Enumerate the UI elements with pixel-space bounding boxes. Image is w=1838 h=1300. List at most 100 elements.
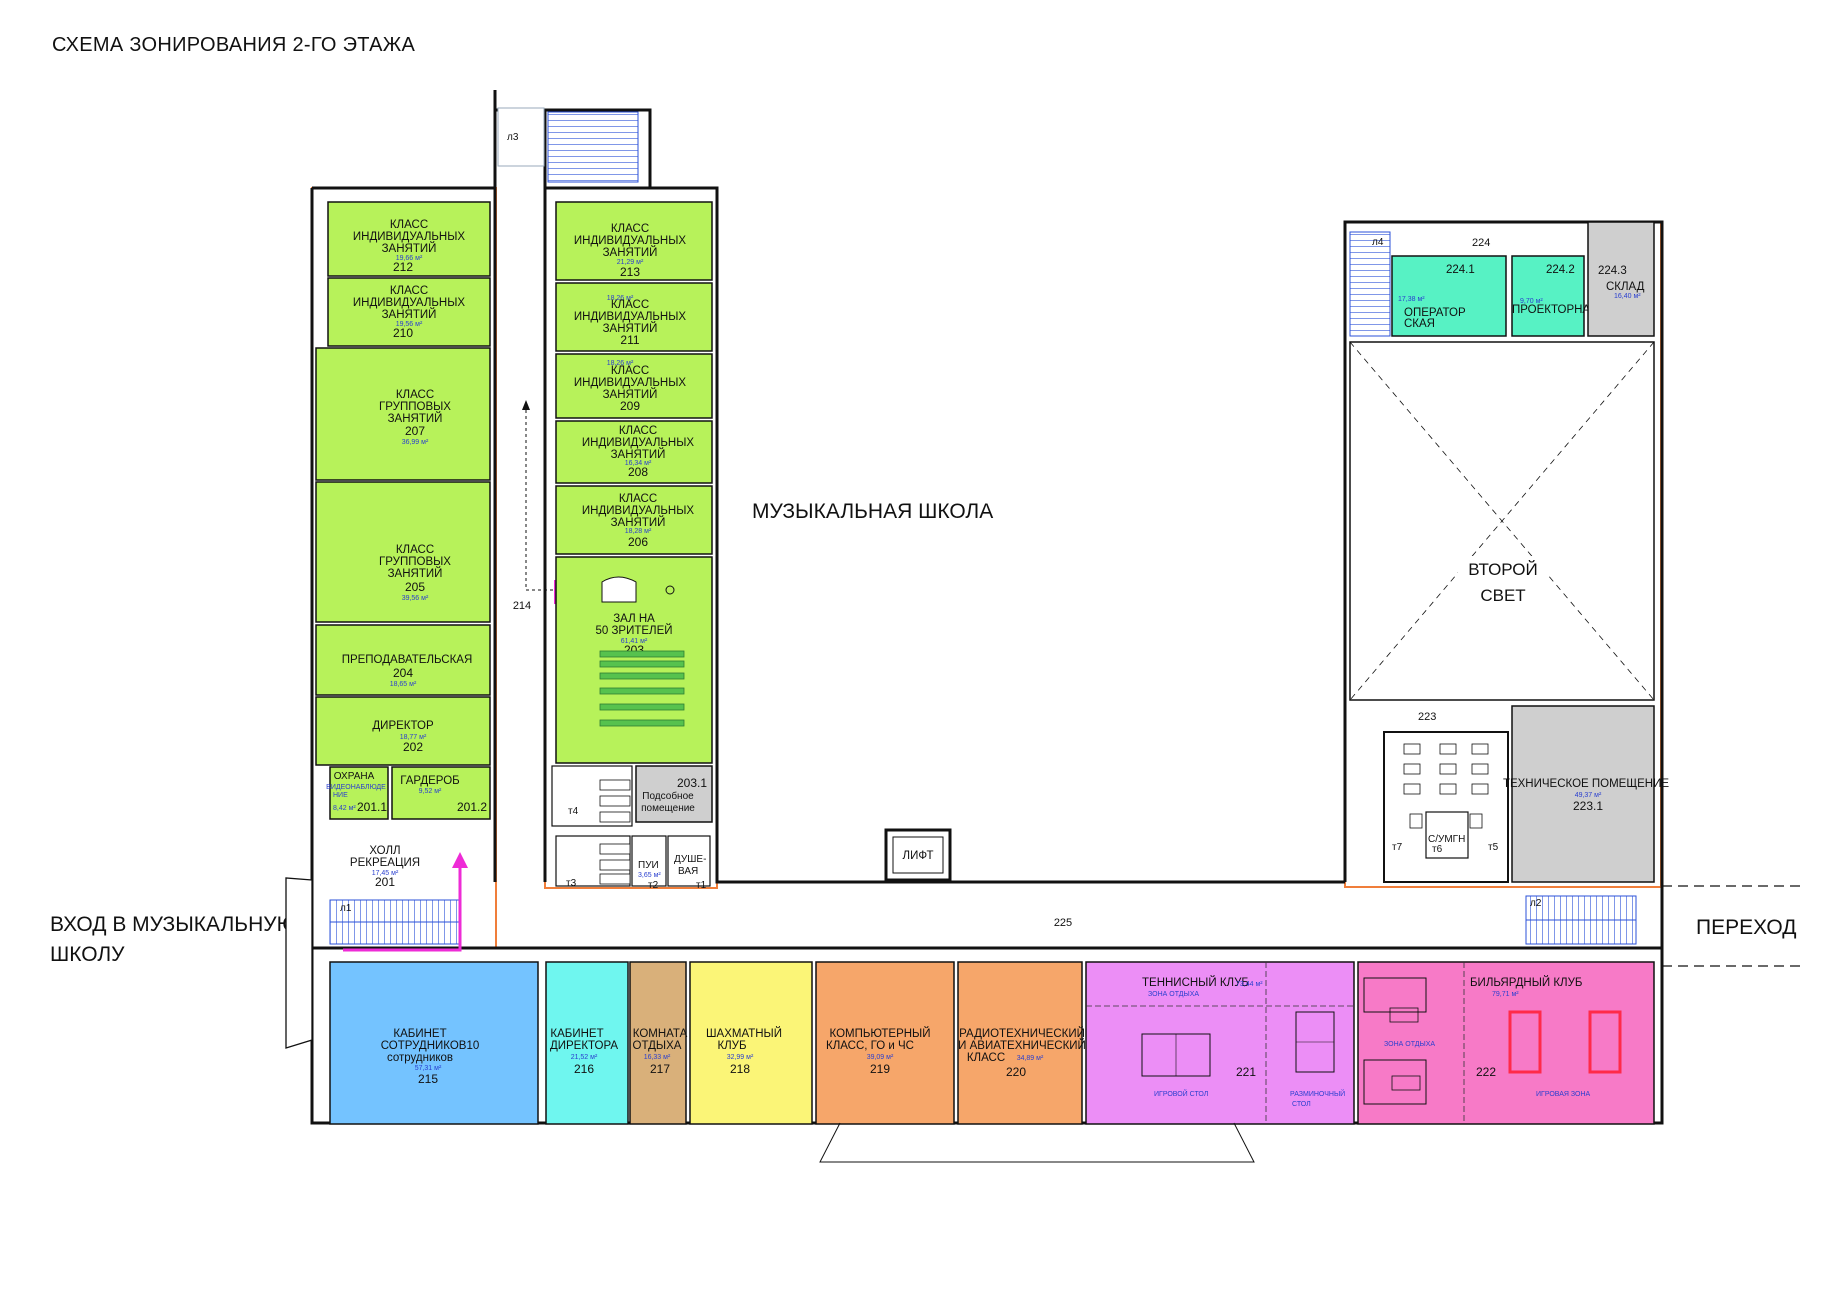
room-212-name-2: ИНДИВИДУАЛЬНЫХ bbox=[353, 231, 466, 243]
room-216-area: 21,52 м² bbox=[571, 1054, 598, 1061]
room-202[interactable]: ДИРЕКТОР 18,77 м² 202 bbox=[315, 696, 491, 766]
room-201-number: 201 bbox=[375, 875, 395, 889]
room-208[interactable]: КЛАСС ИНДИВИДУАЛЬНЫХ ЗАНЯТИЙ 16,34 м² 20… bbox=[555, 420, 713, 484]
room-213-area: 21,29 м² bbox=[617, 259, 644, 266]
stair-l1-label: л1 bbox=[340, 903, 352, 914]
room-209-name-3: ЗАНЯТИЙ bbox=[603, 388, 658, 401]
room-203-hall[interactable]: ЗАЛ НА 50 ЗРИТЕЛЕЙ 61,41 м² 203 bbox=[555, 556, 713, 764]
toilet-t4-label: т4 bbox=[568, 806, 579, 817]
room-217-area: 16,33 м² bbox=[644, 1054, 671, 1061]
room-220[interactable]: РАДИОТЕХНИЧЕСКИЙ И АВИАТЕХНИЧЕСКИЙ КЛАСС… bbox=[957, 961, 1086, 1125]
room-222[interactable]: БИЛЬЯРДНЫЙ КЛУБ 79,71 м² ЗОНА ОТДЫХА 222… bbox=[1357, 961, 1655, 1125]
coffee-table-icon bbox=[1389, 1007, 1419, 1023]
room-224-1[interactable]: 224.1 17,38 м² ОПЕРАТОР СКАЯ bbox=[1391, 255, 1507, 337]
room-215-name-2: СОТРУДНИКОВ10 bbox=[381, 1040, 480, 1052]
corridor-224-label: 224 bbox=[1472, 237, 1490, 249]
room-206[interactable]: КЛАСС ИНДИВИДУАЛЬНЫХ ЗАНЯТИЙ 18,28 м² 20… bbox=[555, 485, 713, 555]
room-210[interactable]: КЛАСС ИНДИВИДУАЛЬНЫХ ЗАНЯТИЙ 19,56 м² 21… bbox=[327, 277, 491, 347]
room-215-area: 57,31 м² bbox=[415, 1065, 442, 1072]
toilet-t1-label: т1 bbox=[696, 880, 707, 891]
room-218-name-2: КЛУБ bbox=[717, 1040, 746, 1052]
room-204-area: 18,65 м² bbox=[390, 681, 417, 688]
room-219[interactable]: КОМПЬЮТЕРНЫЙ КЛАСС, ГО и ЧС 39,09 м² 219 bbox=[815, 961, 955, 1125]
entrance-label: ВХОД В МУЗЫКАЛЬНУЮ ШКОЛУ bbox=[50, 910, 310, 970]
room-shower[interactable]: ДУШЕ- ВАЯ т1 bbox=[667, 835, 711, 891]
room-224-1-number: 224.1 bbox=[1446, 264, 1475, 276]
room-208-name-3: ЗАНЯТИЙ bbox=[611, 448, 666, 461]
room-210-name-2: ИНДИВИДУАЛЬНЫХ bbox=[353, 297, 466, 309]
room-222-play: ИГРОВАЯ ЗОНА bbox=[1536, 1091, 1591, 1098]
corridor-214-label: 214 bbox=[513, 600, 531, 612]
room-216-number: 216 bbox=[574, 1062, 594, 1076]
room-201-name-2: РЕКРЕАЦИЯ bbox=[350, 857, 420, 869]
page-title: СХЕМА ЗОНИРОВАНИЯ 2-ГО ЭТАЖА bbox=[52, 34, 416, 56]
entrance-label-line-2: ШКОЛУ bbox=[50, 943, 125, 966]
lift[interactable]: ЛИФТ bbox=[884, 828, 952, 882]
room-224-2[interactable]: 224.2 9,70 м² ПРОЕКТОРНАЯ bbox=[1511, 255, 1598, 337]
sofa-icon bbox=[1363, 977, 1427, 1105]
room-203-1[interactable]: 203.1 Подсобное помещение bbox=[635, 765, 713, 823]
room-204[interactable]: ПРЕПОДАВАТЕЛЬСКАЯ 204 18,65 м² bbox=[315, 624, 491, 696]
room-201-2-name: ГАРДЕРОБ bbox=[400, 775, 459, 787]
room-215[interactable]: КАБИНЕТ СОТРУДНИКОВ10 сотрудников 57,31 … bbox=[329, 961, 539, 1125]
room-220-area: 34,89 м² bbox=[1017, 1055, 1044, 1062]
room-224-3-name: СКЛАД bbox=[1606, 281, 1645, 293]
room-210-name-3: ЗАНЯТИЙ bbox=[382, 308, 437, 321]
room-223-1-area: 49,37 м² bbox=[1575, 792, 1602, 799]
room-216-name-1: КАБИНЕТ bbox=[550, 1028, 603, 1040]
room-201-1-name-1: ОХРАНА bbox=[334, 771, 375, 782]
room-221-warmup-2: СТОЛ bbox=[1292, 1101, 1311, 1108]
room-211-name-1: КЛАСС bbox=[611, 299, 649, 311]
entrance-route-arrow bbox=[343, 852, 468, 952]
room-215-name-3: сотрудников bbox=[387, 1052, 453, 1064]
room-218-number: 218 bbox=[730, 1062, 750, 1076]
room-209-number: 209 bbox=[620, 399, 640, 413]
room-219-area: 39,09 м² bbox=[867, 1054, 894, 1061]
room-201-1-name-3: НИЕ bbox=[333, 792, 348, 799]
room-211-number: 211 bbox=[620, 333, 639, 347]
room-201-2-number: 201.2 bbox=[457, 800, 487, 814]
room-207[interactable]: КЛАСС ГРУППОВЫХ ЗАНЯТИЙ 207 36,99 м² bbox=[315, 347, 491, 481]
room-201-2[interactable]: ГАРДЕРОБ 9,52 м² 201.2 bbox=[391, 766, 491, 820]
room-203-1-name-2: помещение bbox=[641, 803, 695, 814]
room-209[interactable]: 18,26 м² КЛАСС ИНДИВИДУАЛЬНЫХ ЗАНЯТИЙ 20… bbox=[555, 353, 713, 419]
stair-l4: л4 bbox=[1349, 231, 1391, 337]
room-219-name-2: КЛАСС, ГО и ЧС bbox=[826, 1040, 914, 1052]
room-217-name-1: КОМНАТА bbox=[633, 1028, 688, 1040]
room-217[interactable]: КОМНАТА ОТДЫХА 16,33 м² 217 bbox=[629, 961, 688, 1125]
toilet-t4[interactable]: т4 bbox=[551, 765, 633, 827]
room-201-hall[interactable]: ХОЛЛ РЕКРЕАЦИЯ 17,45 м² 201 bbox=[350, 845, 420, 889]
room-213-name-3: ЗАНЯТИЙ bbox=[603, 246, 658, 259]
toilet-t3[interactable]: т3 bbox=[555, 835, 631, 889]
stair-l3: л3 bbox=[497, 107, 639, 183]
room-220-name-2: И АВИАТЕХНИЧЕСКИЙ bbox=[958, 1039, 1086, 1052]
room-218-name-1: ШАХМАТНЫЙ bbox=[706, 1027, 782, 1040]
room-224-3-area: 16,40 м² bbox=[1614, 293, 1641, 300]
transition-label: ПЕРЕХОД bbox=[1696, 916, 1797, 939]
room-203-area: 61,41 м² bbox=[621, 638, 648, 645]
restroom-block[interactable]: С/УМГН т7 т6 т5 bbox=[1383, 731, 1509, 883]
audience-seating bbox=[599, 650, 685, 727]
room-208-number: 208 bbox=[628, 465, 648, 479]
room-224-3[interactable]: 224.3 СКЛАД 16,40 м² bbox=[1587, 221, 1655, 337]
room-216[interactable]: КАБИНЕТ ДИРЕКТОРА 21,52 м² 216 bbox=[545, 961, 629, 1125]
room-201-1[interactable]: ОХРАНА ВИДЕОНАБЛЮДЕ НИЕ 8,42 м² 201.1 bbox=[326, 766, 389, 820]
room-207-name-2: ГРУППОВЫХ bbox=[379, 401, 451, 413]
room-221[interactable]: ТЕННИСНЫЙ КЛУБ 73,44 м² ЗОНА ОТДЫХА 221 … bbox=[1085, 961, 1355, 1125]
room-212-name-1: КЛАСС bbox=[390, 219, 428, 231]
room-220-number: 220 bbox=[1006, 1065, 1026, 1079]
room-213[interactable]: КЛАСС ИНДИВИДУАЛЬНЫХ ЗАНЯТИЙ 21,29 м² 21… bbox=[555, 201, 713, 281]
room-223-1[interactable]: ТЕХНИЧЕСКОЕ ПОМЕЩЕНИЕ 49,37 м² 223.1 bbox=[1503, 705, 1669, 883]
room-218-area: 32,99 м² bbox=[727, 1054, 754, 1061]
room-221-warmup-1: РАЗМИНОЧНЫЙ bbox=[1290, 1089, 1345, 1098]
room-212[interactable]: КЛАСС ИНДИВИДУАЛЬНЫХ ЗАНЯТИЙ 19,66 м² 21… bbox=[327, 201, 491, 277]
room-207-area: 36,99 м² bbox=[402, 439, 429, 446]
room-221-zone: ЗОНА ОТДЫХА bbox=[1148, 991, 1199, 998]
room-205-name-1: КЛАСС bbox=[396, 544, 434, 556]
room-205[interactable]: КЛАСС ГРУППОВЫХ ЗАНЯТИЙ 205 39,56 м² bbox=[315, 481, 491, 623]
room-211[interactable]: 18,26 м² КЛАСС ИНДИВИДУАЛЬНЫХ ЗАНЯТИЙ 21… bbox=[555, 282, 713, 352]
room-209-area: 18,26 м² bbox=[607, 360, 634, 367]
room-pui[interactable]: ПУИ 3,65 м² т2 bbox=[631, 835, 667, 891]
room-218[interactable]: ШАХМАТНЫЙ КЛУБ 32,99 м² 218 bbox=[689, 961, 813, 1125]
